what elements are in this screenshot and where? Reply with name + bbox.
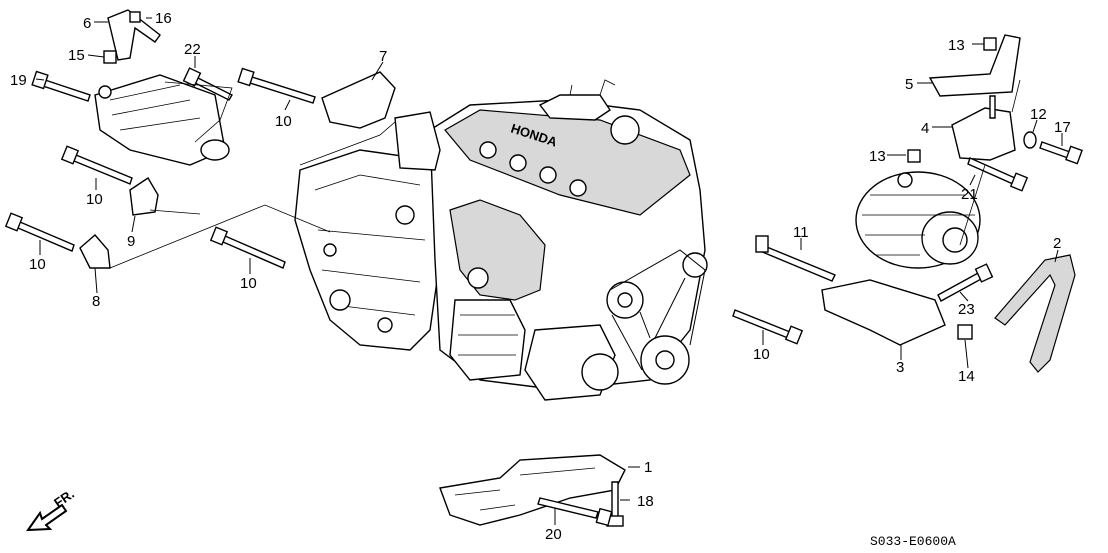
callout-13-a: 13 <box>948 37 965 54</box>
callout-10-b: 10 <box>86 191 103 208</box>
callout-20: 20 <box>545 526 562 543</box>
leader-lines <box>35 17 1063 525</box>
callout-11: 11 <box>793 224 809 241</box>
callout-10-e: 10 <box>753 346 770 363</box>
callout-12: 12 <box>1030 106 1047 123</box>
callout-10-d: 10 <box>240 275 257 292</box>
fasteners <box>4 11 1083 527</box>
callout-4: 4 <box>921 120 929 137</box>
drive-belt-part-2 <box>994 254 1076 373</box>
callout-13-b: 13 <box>869 148 886 165</box>
callout-labels: 1 2 3 4 5 6 7 8 9 10 10 10 10 10 11 12 1… <box>10 10 1071 543</box>
callout-16: 16 <box>155 10 172 27</box>
callout-17: 17 <box>1054 119 1071 136</box>
callout-5: 5 <box>905 76 913 93</box>
bracket-part-5 <box>928 34 1021 97</box>
front-arrow-icon <box>26 503 68 532</box>
alternator <box>855 171 981 269</box>
front-label: FR. <box>51 486 77 510</box>
callout-8: 8 <box>92 293 100 310</box>
bracket-part-9 <box>129 177 159 216</box>
callout-6: 6 <box>83 15 91 32</box>
callout-10-a: 10 <box>275 113 292 130</box>
callout-10-c: 10 <box>29 256 46 273</box>
engine-assembly: HONDA <box>294 79 708 401</box>
callout-7: 7 <box>379 48 387 65</box>
starter-motor <box>94 74 230 166</box>
callout-14: 14 <box>958 368 975 385</box>
callout-1: 1 <box>644 459 652 476</box>
callout-21: 21 <box>961 186 978 203</box>
callout-23: 23 <box>958 301 975 318</box>
callout-19: 19 <box>10 72 27 89</box>
drawing-code: S033-E0600A <box>870 534 956 549</box>
front-direction-indicator: FR. <box>26 486 77 532</box>
bracket-part-4 <box>951 107 1016 161</box>
callout-9: 9 <box>127 233 135 250</box>
callout-2: 2 <box>1053 235 1061 252</box>
bracket-part-7 <box>321 71 396 129</box>
callout-3: 3 <box>896 359 904 376</box>
bracket-part-3 <box>821 279 946 346</box>
bracket-part-8 <box>79 234 111 269</box>
callout-18: 18 <box>637 493 654 510</box>
callout-15: 15 <box>68 47 85 64</box>
callout-22: 22 <box>184 41 201 58</box>
